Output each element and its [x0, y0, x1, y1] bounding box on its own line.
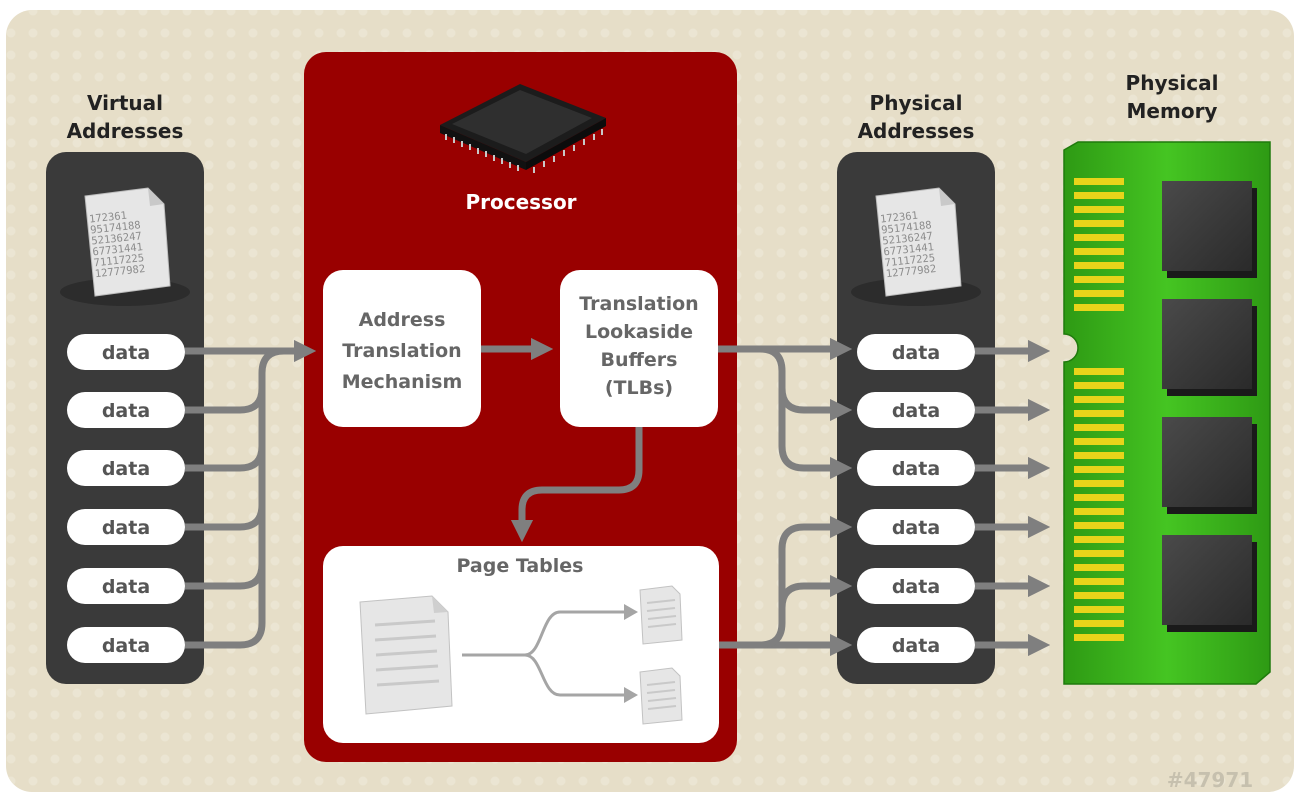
tlb-label-line: Translation [579, 293, 698, 315]
physical-doc-number: 52136247 [882, 230, 934, 247]
ram-contacts [1074, 178, 1124, 641]
physical-pills: data data data data data data [857, 334, 975, 663]
physical-doc-number: 71117225 [884, 252, 936, 269]
physical-title-line1: Physical [870, 91, 963, 115]
processor-title: Processor [465, 190, 576, 214]
physical-document-icon: 172361 95174188 52136247 67731441 711172… [875, 187, 962, 297]
page-table-document-icon [359, 595, 453, 715]
virtual-doc-number: 71117225 [93, 252, 145, 269]
figure-id: #47971 [1167, 768, 1253, 792]
virtual-document-icon: 172361 95174188 52136247 67731441 711172… [84, 187, 171, 297]
physical-data-label: data [892, 635, 940, 657]
physical-data-label: data [892, 400, 940, 422]
virtual-pills: data data data data data data [67, 334, 185, 663]
virtual-doc-number: 172361 [89, 210, 128, 226]
atm-label-line: Translation [342, 340, 461, 362]
atm-label-line: Mechanism [342, 371, 463, 393]
physical-title-line2: Addresses [858, 119, 975, 143]
virtual-data-label: data [102, 342, 150, 364]
physical-doc-number: 12777982 [885, 263, 937, 280]
atm-label-line: Address [359, 309, 446, 331]
virtual-doc-number: 95174188 [90, 219, 142, 236]
page-tables-title: Page Tables [457, 555, 584, 577]
virtual-doc-number: 12777982 [94, 263, 146, 280]
virtual-data-label: data [102, 458, 150, 480]
physical-doc-number: 172361 [880, 210, 919, 226]
small-document-icon [639, 667, 683, 725]
virtual-data-label: data [102, 517, 150, 539]
tlb-label-line: Lookaside [585, 321, 693, 343]
memory-title-line2: Memory [1127, 99, 1218, 123]
physical-data-label: data [892, 458, 940, 480]
connector-arrows [185, 337, 1051, 657]
memory-title-line1: Physical [1126, 71, 1219, 95]
page-table-branch-bottom [524, 653, 626, 697]
physical-doc-number: 95174188 [881, 219, 933, 236]
cpu-chip-icon [440, 84, 606, 173]
address-translation-mechanism-box [323, 270, 481, 427]
virtual-data-label: data [102, 635, 150, 657]
physical-doc-number: 67731441 [883, 241, 935, 258]
tlb-label-line: (TLBs) [605, 377, 673, 399]
physical-data-label: data [892, 576, 940, 598]
small-document-icon [639, 585, 683, 645]
virtual-data-label: data [102, 576, 150, 598]
virtual-title-line2: Addresses [67, 119, 184, 143]
virtual-title-line1: Virtual [87, 91, 163, 115]
virtual-doc-number: 52136247 [91, 230, 143, 247]
virtual-doc-number: 67731441 [92, 241, 144, 258]
tlb-label-line: Buffers [601, 349, 678, 371]
physical-data-label: data [892, 517, 940, 539]
ram-module [1063, 141, 1271, 685]
physical-data-label: data [892, 342, 940, 364]
virtual-data-label: data [102, 400, 150, 422]
tlb-box [560, 270, 718, 427]
ram-chips [1162, 181, 1257, 632]
